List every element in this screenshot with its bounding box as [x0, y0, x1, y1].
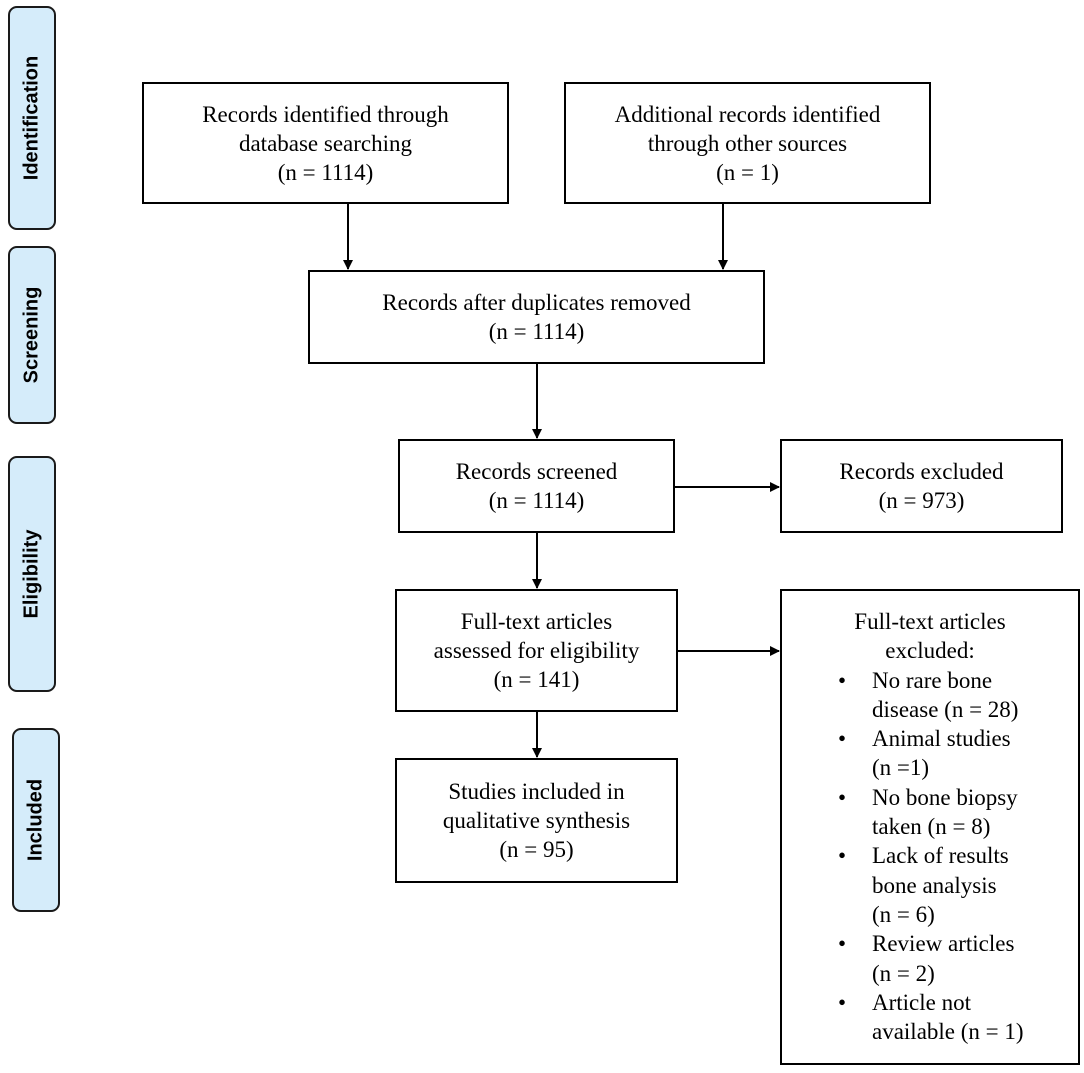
- reason-line: disease (n = 28): [872, 696, 1019, 722]
- box-line: qualitative synthesis: [442, 808, 631, 833]
- reason-line: bone analysis: [872, 872, 997, 898]
- bullet-icon: •: [838, 784, 847, 810]
- excluded-heading-line: excluded:: [885, 638, 975, 664]
- reason-line: (n = 2): [872, 960, 935, 986]
- excluded-heading-line: Full-text articles: [854, 609, 1006, 634]
- reason-line: taken (n = 8): [872, 814, 991, 840]
- exclusion-reason: • No rare bone disease (n = 28): [782, 666, 1078, 725]
- box-line: (n = 1114): [277, 159, 374, 185]
- box-line: (n = 1114): [488, 319, 585, 344]
- reason-line: No rare bone: [872, 667, 993, 693]
- box-line: (n = 1): [716, 159, 779, 185]
- box-line: Full-text articles: [460, 609, 613, 634]
- reason-line: No bone biopsy: [872, 784, 1018, 810]
- box-other-sources: Additional records identified through ot…: [564, 82, 931, 204]
- exclusion-reason: • Lack of results bone analysis (n = 6): [782, 841, 1078, 929]
- phase-eligibility: Eligibility: [8, 456, 56, 692]
- bullet-icon: •: [838, 931, 847, 957]
- bullet-icon: •: [838, 667, 847, 693]
- box-studies-included: Studies included in qualitative synthesi…: [395, 758, 678, 883]
- reason-line: available (n = 1): [872, 1019, 1024, 1045]
- reason-line: (n =1): [872, 755, 930, 781]
- phase-included: Included: [12, 728, 60, 912]
- phase-identification: Identification: [8, 6, 56, 230]
- box-line: Records identified through: [202, 101, 449, 127]
- box-line: (n = 141): [493, 667, 580, 692]
- box-line: Additional records identified: [614, 101, 881, 127]
- box-records-excluded: Records excluded (n = 973): [780, 439, 1063, 533]
- box-line: (n = 973): [878, 488, 965, 513]
- box-records-screened: Records screened (n = 1114): [398, 439, 675, 533]
- box-line: (n = 1114): [488, 488, 585, 513]
- exclusion-reason: • Article not available (n = 1): [782, 988, 1078, 1047]
- box-line: Records excluded: [839, 459, 1004, 484]
- reason-line: Review articles: [872, 931, 1015, 957]
- box-after-duplicates: Records after duplicates removed (n = 11…: [308, 270, 765, 364]
- reason-line: Lack of results: [872, 843, 1009, 869]
- box-line: through other sources: [647, 130, 848, 156]
- exclusion-reason: • No bone biopsy taken (n = 8): [782, 783, 1078, 842]
- bullet-icon: •: [838, 726, 847, 752]
- bullet-icon: •: [838, 843, 847, 869]
- reason-line: (n = 6): [872, 901, 935, 927]
- box-full-text-assessed: Full-text articles assessed for eligibil…: [395, 589, 678, 712]
- box-database-search: Records identified through database sear…: [142, 82, 509, 204]
- box-line: Records after duplicates removed: [382, 290, 691, 315]
- reason-line: Animal studies: [872, 726, 1011, 752]
- bullet-icon: •: [838, 989, 847, 1015]
- box-line: database searching: [238, 130, 413, 156]
- exclusion-reasons-list: • No rare bone disease (n = 28) • Animal…: [782, 666, 1078, 1047]
- box-line: assessed for eligibility: [433, 638, 640, 663]
- box-line: (n = 95): [499, 837, 574, 862]
- phase-screening: Screening: [8, 246, 56, 424]
- exclusion-reason: • Review articles (n = 2): [782, 929, 1078, 988]
- box-line: Studies included in: [448, 779, 625, 804]
- exclusion-reason: • Animal studies (n =1): [782, 724, 1078, 783]
- box-full-text-excluded: Full-text articles excluded: • No rare b…: [780, 589, 1080, 1065]
- reason-line: Article not: [872, 989, 971, 1015]
- box-line: Records screened: [455, 459, 618, 484]
